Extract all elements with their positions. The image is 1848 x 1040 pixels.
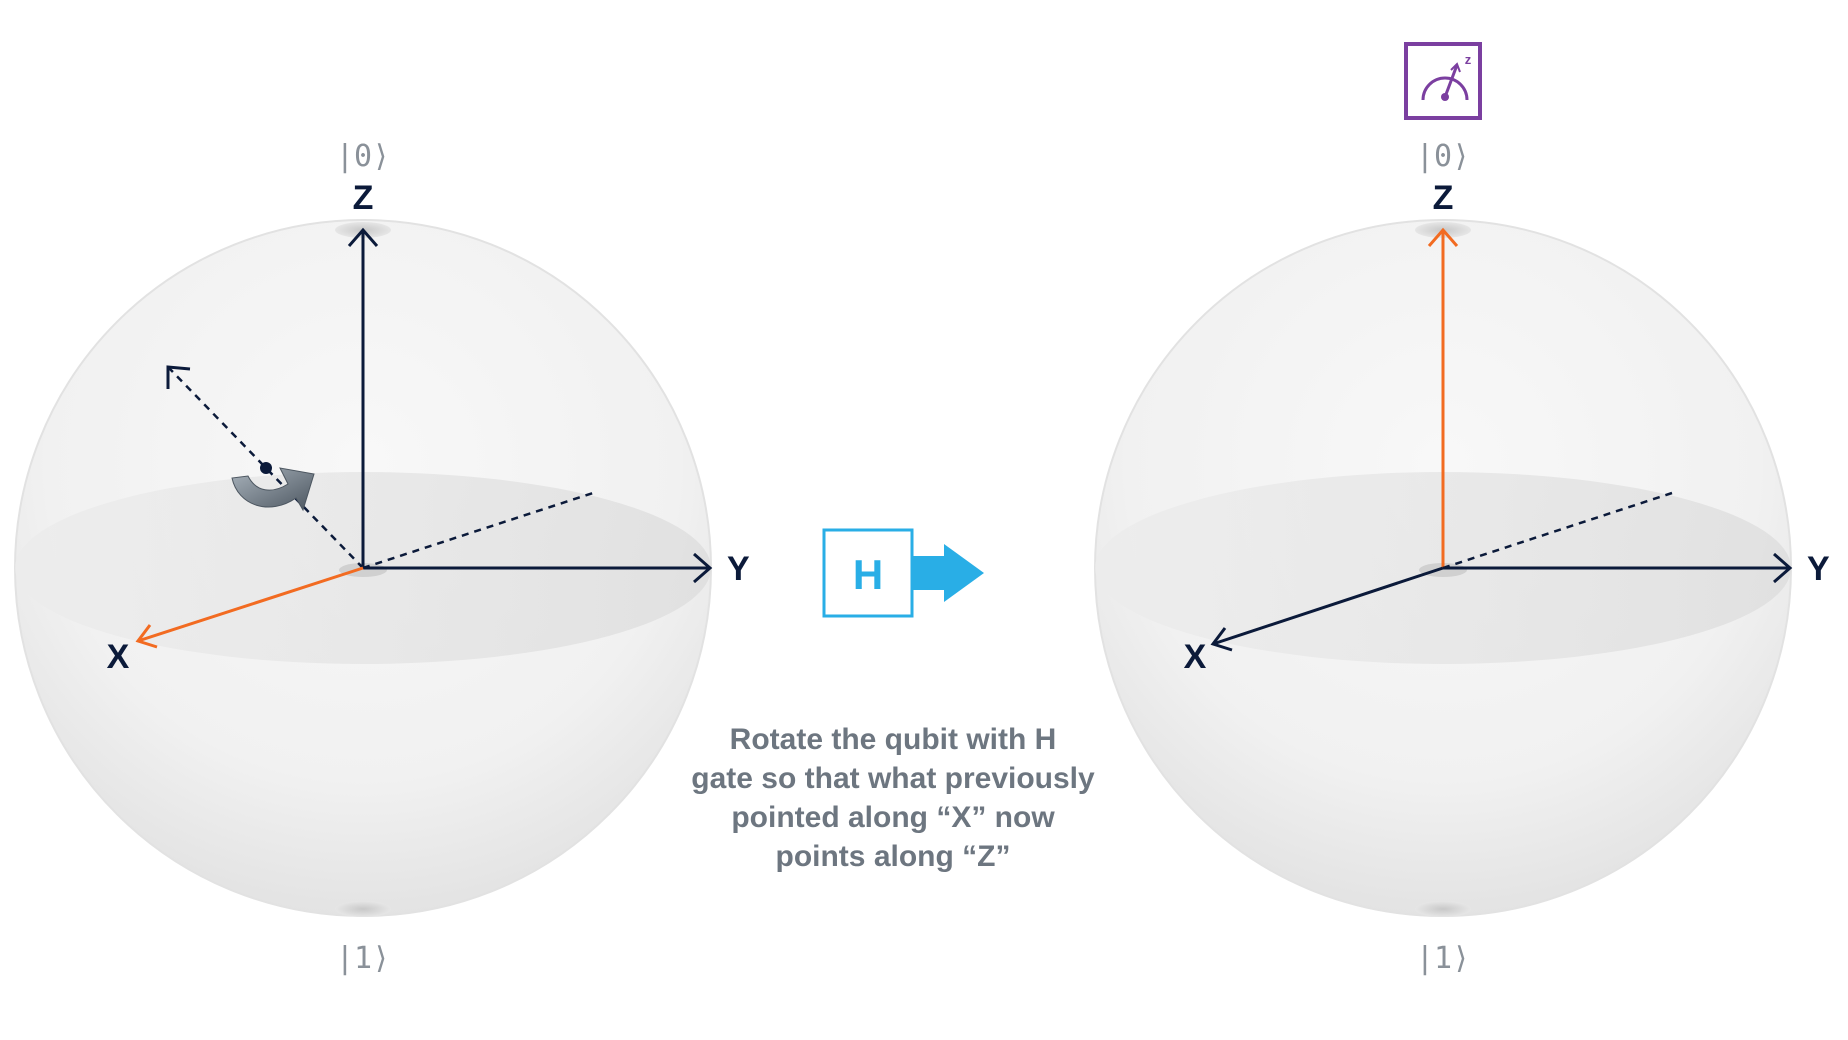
left-y-arrowhead <box>693 552 713 584</box>
h-gate-label: H <box>853 551 883 598</box>
meter-z-label: z <box>1465 52 1472 67</box>
left-ket-zero: |0⟩ <box>336 139 390 174</box>
left-z-arrowhead <box>347 227 379 247</box>
left-state-arrowhead <box>166 365 191 389</box>
meter-box <box>1404 42 1482 120</box>
meter-pivot <box>1441 93 1449 101</box>
left-x-axis <box>137 566 364 643</box>
left-x-label: X <box>107 638 130 676</box>
left-south-pole-marker <box>335 901 391 917</box>
right-z-label: Z <box>1433 179 1454 217</box>
left-dashed-back-axis <box>362 491 594 570</box>
caption: Rotate the qubit with H gate so that wha… <box>691 723 1095 873</box>
right-ket-zero: |0⟩ <box>1416 139 1470 174</box>
rotation-arrow-icon <box>231 462 315 512</box>
right-z-arrowhead <box>1427 227 1459 247</box>
right-south-pole-marker <box>1415 901 1471 917</box>
right-bloch-sphere: |0⟩ Z Y X |1⟩ <box>1094 139 1830 976</box>
right-x-axis <box>1212 566 1444 646</box>
meter-needle-tip <box>1450 62 1461 73</box>
measurement-meter-icon: z <box>1404 42 1482 120</box>
left-y-label: Y <box>727 550 750 588</box>
right-x-label: X <box>1184 638 1207 676</box>
caption-line-2: gate so that what previously <box>691 762 1095 795</box>
h-gate: H <box>822 528 984 618</box>
left-z-label: Z <box>353 179 374 217</box>
caption-line-1: Rotate the qubit with H <box>730 723 1057 756</box>
meter-needle <box>1443 64 1459 98</box>
right-dashed-back-axis <box>1442 491 1673 570</box>
left-bloch-sphere: |0⟩ Z Y X |1⟩ <box>14 139 750 976</box>
left-state-point <box>260 462 272 474</box>
left-ket-one: |1⟩ <box>336 941 390 976</box>
right-x-arrowhead <box>1210 627 1233 652</box>
h-gate-arrow-icon <box>912 544 984 602</box>
right-y-arrowhead <box>1773 552 1793 584</box>
right-ket-one: |1⟩ <box>1416 941 1470 976</box>
left-x-arrowhead <box>135 624 158 649</box>
meter-dial <box>1421 76 1469 101</box>
caption-line-3: pointed along “X” now <box>731 801 1055 834</box>
caption-line-4: points along “Z” <box>776 840 1011 873</box>
left-qubit-state-vector <box>166 365 364 569</box>
right-y-label: Y <box>1807 550 1830 588</box>
